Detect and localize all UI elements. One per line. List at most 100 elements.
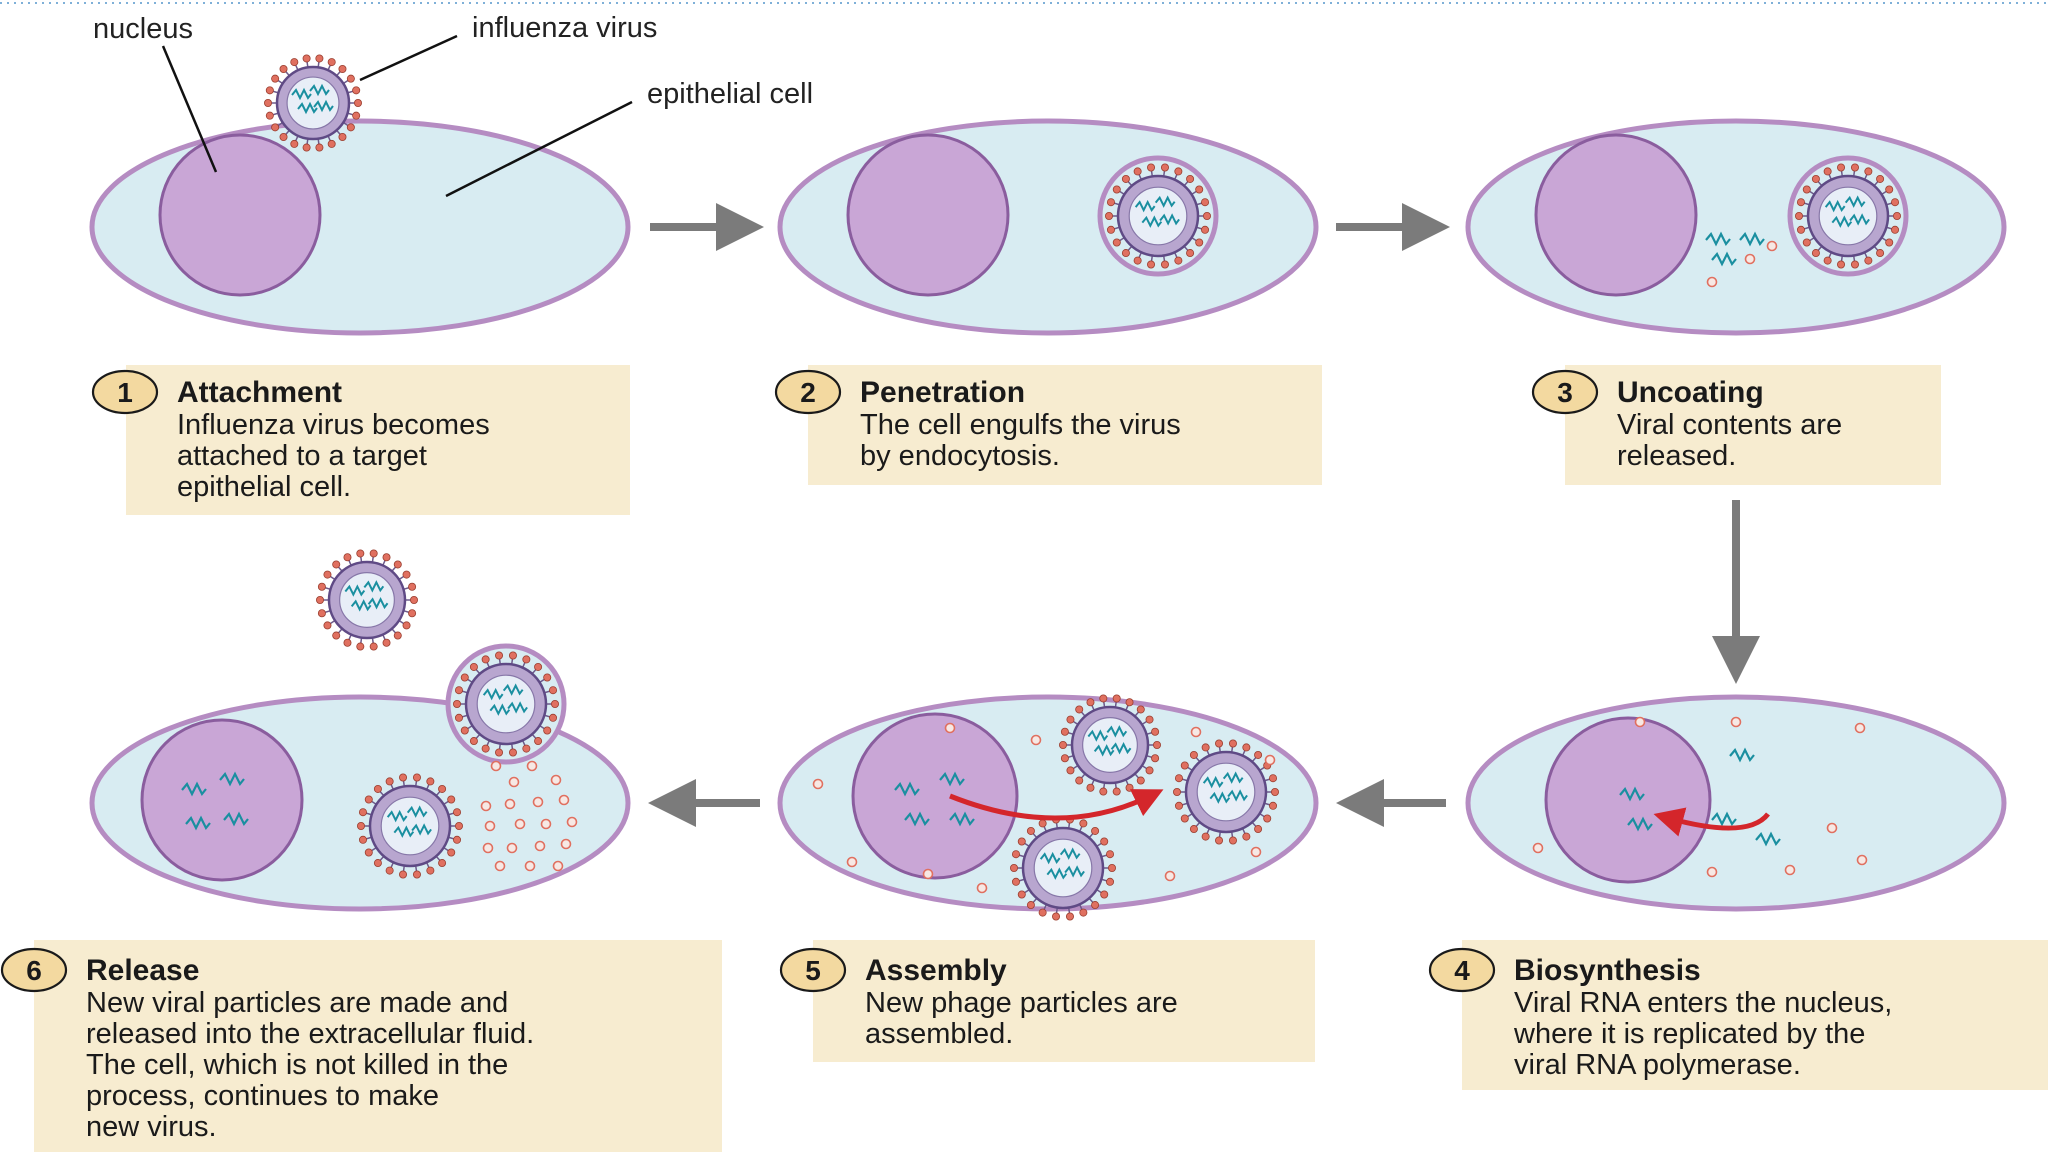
protein-particle (540, 818, 552, 830)
protein-particle (524, 860, 536, 872)
step-number-badge-6 (0, 947, 68, 993)
nucleus-leader-line (161, 45, 218, 173)
protein-particle (532, 796, 544, 808)
step-title-5: Assembly (865, 954, 1007, 987)
rna-in-nucleus-6 (223, 811, 249, 827)
rna-in-nucleus-6 (185, 815, 211, 831)
rna-in-nucleus-5 (949, 811, 975, 827)
step-number-badge-3 (1531, 369, 1599, 415)
cell-leader-line (445, 100, 633, 198)
step-title-6: Release (86, 954, 199, 987)
step-description-line: released into the extracellular fluid. (86, 1018, 534, 1050)
step-number-badge-4 (1428, 947, 1496, 993)
rna-in-nucleus-6 (219, 771, 245, 787)
influenza-virus-attaching (263, 54, 362, 152)
epithelial-cell-label: epithelial cell (647, 78, 813, 110)
protein-particle (506, 842, 518, 854)
step-title-2: Penetration (860, 376, 1025, 409)
caption-box-2 (808, 365, 1322, 485)
capsid-protein (1164, 870, 1176, 882)
virus-in-cell-6 (356, 773, 463, 879)
budding-virus (445, 643, 567, 765)
virus-leader-line (359, 34, 458, 82)
protein-particle (566, 816, 578, 828)
rna-in-nucleus-5 (894, 781, 920, 797)
rna-in-nucleus-6 (181, 781, 207, 797)
viral-rna-in-nucleus (1627, 816, 1653, 832)
nucleus-6 (140, 718, 304, 882)
particles-layer (181, 231, 1868, 894)
protein-particle (534, 840, 546, 852)
capsid-protein (944, 722, 956, 734)
capsid-protein (1264, 754, 1276, 766)
caption-box-5 (813, 940, 1315, 1062)
step-description-line: new virus. (86, 1111, 217, 1143)
viral-protein (1856, 854, 1868, 866)
step-number-6: 6 (26, 955, 42, 986)
red-arrow-assembly (949, 789, 1164, 821)
capsid-protein (1030, 734, 1042, 746)
nucleus-1 (158, 133, 322, 297)
step-description-line: attached to a target (177, 440, 427, 472)
nucleus-2 (846, 133, 1010, 297)
step-description-line: where it is replicated by the (1513, 1018, 1865, 1050)
step-description-line: released. (1617, 440, 1736, 472)
released-rna (1705, 231, 1731, 247)
capsid-protein (812, 778, 824, 790)
released-free-virus (315, 549, 418, 651)
step-description-line: process, continues to make (86, 1080, 439, 1112)
capsid-protein (1250, 846, 1262, 858)
assembling-virus-top (1059, 694, 1162, 796)
capsid-protein (976, 882, 988, 894)
protein-particle (560, 838, 572, 850)
step-description-line: epithelial cell. (177, 471, 351, 503)
released-protein (1766, 240, 1778, 252)
step-number-2: 2 (800, 377, 816, 408)
protein-particle (484, 820, 496, 832)
assembled-virus-right (1173, 739, 1280, 845)
protein-particle (550, 774, 562, 786)
nucleus-label: nucleus (93, 13, 193, 45)
step-number-badge-5 (779, 947, 847, 993)
step-title-1: Attachment (177, 376, 342, 409)
viral-protein (1854, 722, 1866, 734)
step-title-4: Biosynthesis (1514, 954, 1701, 987)
viral-protein (1826, 822, 1838, 834)
step-description-line: The cell, which is not killed in the (86, 1049, 508, 1081)
caption-box-3 (1565, 365, 1941, 485)
step-number-badge-1 (91, 369, 159, 415)
step-number-badge-2 (774, 369, 842, 415)
nucleus-4 (1544, 716, 1712, 884)
protein-particle (504, 798, 516, 810)
step-description-line: Influenza virus becomes (177, 409, 490, 441)
step-description-line: New phage particles are (865, 987, 1178, 1019)
caption-box-1 (126, 365, 630, 515)
released-rna (1739, 231, 1765, 247)
virus-uncoating (1787, 155, 1909, 277)
red-arrow-rna-into-nucleus (1653, 807, 1770, 837)
protein-particle (482, 842, 494, 854)
influenza-virus-label: influenza virus (472, 12, 657, 44)
protein-particle (526, 760, 538, 772)
viral-rna-in-nucleus (1619, 786, 1645, 802)
rna-in-nucleus-5 (939, 771, 965, 787)
viral-rna (1755, 831, 1781, 847)
viral-protein (1784, 864, 1796, 876)
capsid-protein (922, 868, 934, 880)
released-protein (1744, 253, 1756, 265)
viral-protein (1634, 716, 1646, 728)
step-description-line: New viral particles are made and (86, 987, 508, 1019)
capsid-protein (846, 856, 858, 868)
nucleus-3 (1534, 133, 1698, 297)
step-number-1: 1 (117, 377, 133, 408)
nucleus-5 (851, 712, 1019, 880)
viral-protein (1532, 842, 1544, 854)
step-number-3: 3 (1557, 377, 1573, 408)
